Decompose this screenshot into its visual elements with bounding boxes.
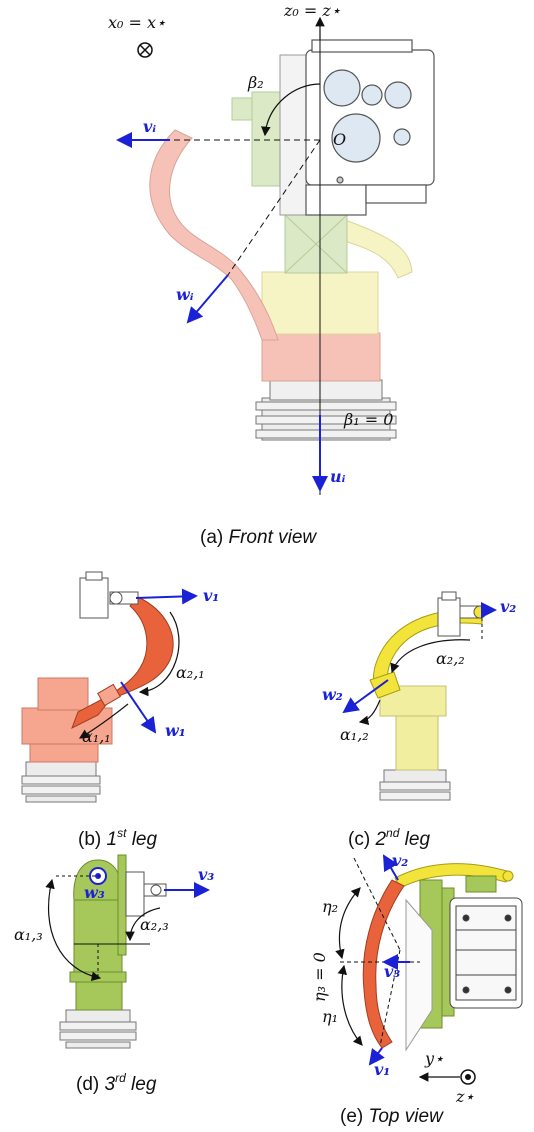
label-alpha21: α₂,₁ bbox=[176, 663, 205, 682]
camera-body bbox=[305, 39, 435, 216]
caption-a: (a) Front view bbox=[200, 527, 317, 548]
top-motor-b bbox=[79, 571, 139, 619]
label-alpha12: α₁,₂ bbox=[340, 725, 369, 744]
caption-e: (e) Top view bbox=[340, 1106, 444, 1127]
label-v2-e: v₂ bbox=[392, 851, 408, 870]
camera-top-e bbox=[449, 897, 523, 1009]
caption-d-sup: rd bbox=[115, 1071, 126, 1085]
caption-c-num: 2 bbox=[374, 829, 386, 850]
base-stack-b bbox=[21, 761, 101, 803]
caption-e-text: Top view bbox=[369, 1106, 445, 1127]
label-alpha22: α₂,₂ bbox=[436, 649, 465, 668]
caption-b-sup: st bbox=[117, 826, 127, 840]
label-eta1: η₁ bbox=[322, 1007, 338, 1026]
yellow-arm bbox=[339, 219, 413, 279]
label-vi: vᵢ bbox=[143, 117, 156, 136]
caption-a-prefix: (a) bbox=[200, 527, 229, 548]
label-w2: w₂ bbox=[322, 685, 343, 704]
pink-arm bbox=[149, 129, 279, 341]
label-v3-e: v₃ bbox=[384, 962, 400, 981]
red-leg-arc-e bbox=[362, 879, 405, 1049]
label-x0: x₀ = x⋆ bbox=[108, 13, 166, 32]
red-leg-arm-b bbox=[71, 596, 174, 730]
panel-b-first-leg: v₁ α₂,₁ w₁ α₁,₁ (b) 1st leg bbox=[21, 571, 219, 850]
caption-d-prefix: (d) bbox=[76, 1074, 105, 1095]
label-v1-e: v₁ bbox=[374, 1060, 390, 1079]
label-v3-d: v₃ bbox=[198, 865, 214, 884]
label-wi: wᵢ bbox=[176, 285, 194, 304]
label-alpha11: α₁,₁ bbox=[82, 727, 111, 746]
label-O: O bbox=[333, 130, 346, 149]
label-ui: uᵢ bbox=[330, 467, 346, 486]
caption-d: (d) 3rd leg bbox=[76, 1071, 157, 1095]
label-ystar: y⋆ bbox=[424, 1049, 444, 1068]
base-stack-c bbox=[379, 769, 451, 801]
label-w3: w₃ bbox=[84, 883, 105, 902]
top-motor-c bbox=[437, 591, 487, 637]
caption-d-num: 3 bbox=[105, 1074, 116, 1095]
label-eta3: η₃ = 0 bbox=[310, 952, 329, 1002]
caption-c: (c) 2nd leg bbox=[348, 826, 430, 850]
caption-b-rest: leg bbox=[126, 829, 157, 850]
caption-c-prefix: (c) bbox=[348, 829, 375, 850]
base-stack bbox=[255, 379, 397, 441]
caption-b: (b) 1st leg bbox=[78, 826, 157, 850]
label-v1: v₁ bbox=[203, 586, 219, 605]
panel-a-front-view: x₀ = x⋆ z₀ = z⋆ β₂ vᵢ O wᵢ β₁ = 0 uᵢ (a)… bbox=[108, 1, 435, 548]
panel-c-second-leg: v₂ α₂,₂ w₂ α₁,₂ (c) 2nd leg bbox=[322, 591, 516, 850]
caption-c-rest: leg bbox=[399, 829, 430, 850]
panel-d-third-leg: v₃ w₃ α₁,₃ α₂,₃ (d) 3rd leg bbox=[14, 854, 214, 1095]
label-w1: w₁ bbox=[165, 721, 186, 740]
x0-out-of-plane-symbol bbox=[137, 42, 153, 58]
label-v2-c: v₂ bbox=[500, 597, 516, 616]
caption-d-rest: leg bbox=[126, 1074, 157, 1095]
caption-a-text: Front view bbox=[229, 527, 318, 548]
label-alpha23: α₂,₃ bbox=[140, 915, 169, 934]
label-alpha13: α₁,₃ bbox=[14, 925, 43, 944]
label-z0: z₀ = z⋆ bbox=[283, 1, 341, 20]
caption-e-prefix: (e) bbox=[340, 1106, 369, 1127]
panel-e-top-view: v₂ η₂ η₃ = 0 v₃ η₁ v₁ y⋆ z⋆ (e) Top view bbox=[310, 851, 523, 1127]
caption-c-sup: nd bbox=[386, 826, 400, 840]
pink-stage bbox=[261, 332, 381, 382]
label-beta1: β₁ = 0 bbox=[343, 410, 393, 429]
label-beta2: β₂ bbox=[247, 73, 264, 92]
caption-b-num: 1 bbox=[107, 829, 118, 850]
label-zstar: z⋆ bbox=[455, 1087, 474, 1106]
label-eta2: η₂ bbox=[322, 897, 338, 916]
caption-b-prefix: (b) bbox=[78, 829, 107, 850]
base-stack-d bbox=[59, 1009, 137, 1049]
top-motor-d bbox=[125, 871, 167, 917]
